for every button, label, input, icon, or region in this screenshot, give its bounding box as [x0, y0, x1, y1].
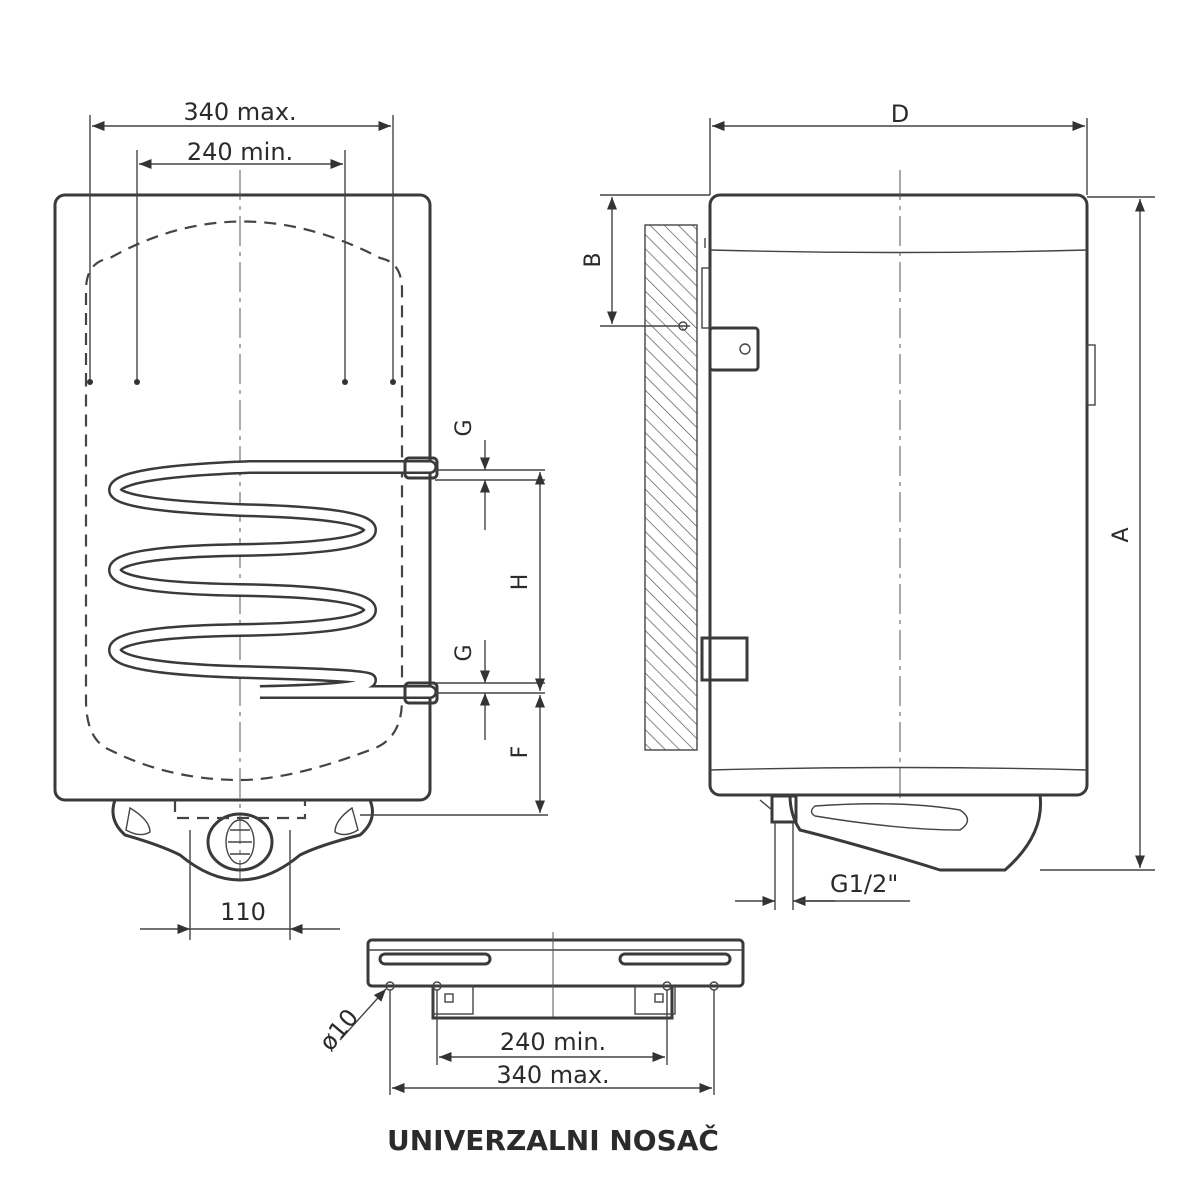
- front-view: 340 max. 240 min. 110: [53, 98, 548, 940]
- thermostat-knob: [206, 812, 274, 872]
- tank-body-side: [708, 193, 1089, 797]
- inner-vessel-outline: [84, 220, 404, 782]
- mount-hole: [134, 379, 140, 385]
- dim-b: B: [581, 252, 606, 267]
- bracket-tab-right: [634, 985, 676, 1015]
- dim-g-upper: G: [452, 419, 477, 436]
- dim-hole-diameter: ø10: [314, 1004, 365, 1057]
- heat-exchanger-coil: [107, 456, 439, 705]
- side-label-plate: [1086, 344, 1096, 406]
- bracket-caption: UNIVERZALNI NOSAČ: [387, 1123, 719, 1157]
- coil-inlet-fitting: [403, 456, 439, 480]
- dim-340-max: 340 max.: [183, 98, 296, 126]
- side-fitting: [700, 636, 749, 682]
- bracket-slot-right: [618, 952, 732, 966]
- bottom-connection-housing: [111, 798, 374, 882]
- pipe-connector: [770, 794, 798, 824]
- wall-bracket: [701, 267, 711, 329]
- dim-d: D: [891, 100, 909, 128]
- bracket-plate: [366, 938, 745, 988]
- side-bottom-housing: [788, 793, 1043, 872]
- dim-f: F: [508, 746, 533, 759]
- bracket-slot-left: [378, 952, 492, 966]
- dim-bracket-340-max: 340 max.: [496, 1061, 609, 1089]
- dim-g-half-inch: G1/2": [830, 870, 898, 898]
- wall-section: [644, 224, 698, 751]
- dim-g-lower: G: [452, 644, 477, 661]
- mount-hole: [390, 379, 396, 385]
- side-view: D B A G1/2": [581, 100, 1155, 910]
- dim-110: 110: [220, 898, 266, 926]
- universal-bracket-view: ø10 240 min. 340 max. UNIVERZALNI NOSAČ: [314, 932, 745, 1157]
- mount-hole: [87, 379, 93, 385]
- wall-bracket-hook: [708, 326, 760, 372]
- dim-bracket-240-min: 240 min.: [500, 1028, 606, 1056]
- dim-a: A: [1109, 527, 1134, 542]
- bracket-tab-left: [432, 985, 474, 1015]
- dim-240-min: 240 min.: [187, 138, 293, 166]
- dim-h: H: [508, 574, 533, 591]
- mount-hole: [342, 379, 348, 385]
